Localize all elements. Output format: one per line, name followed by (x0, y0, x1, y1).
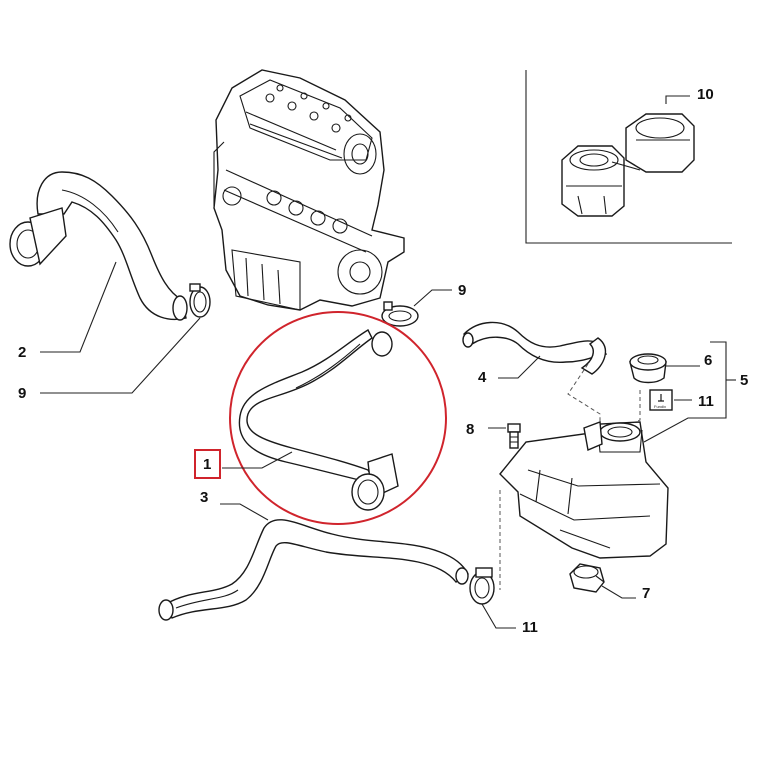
callout-1: 1 (203, 456, 211, 473)
clamp-9-left (189, 283, 211, 318)
hose-4 (462, 321, 608, 375)
intake-ports (266, 190, 348, 234)
callout-11-lower: 11 (522, 619, 538, 636)
engine-block (213, 69, 405, 311)
highlight-circle (229, 311, 447, 525)
callout-5: 5 (740, 372, 748, 389)
callout-2: 2 (18, 344, 26, 361)
hose-3 (158, 519, 469, 621)
thermostat-housing (561, 113, 695, 217)
clamp-9-right (381, 301, 419, 327)
callout-7: 7 (642, 585, 650, 602)
rubber-mount-7 (569, 563, 605, 593)
tank-cap-6 (629, 353, 667, 384)
spark-plug-bosses (265, 84, 352, 133)
callout-9-left: 9 (18, 385, 26, 402)
callout-11-upper: 11 (698, 393, 714, 410)
callout-10: 10 (697, 86, 714, 103)
callout-8: 8 (466, 421, 474, 438)
hose-1 (238, 329, 399, 511)
callout-1-box (194, 449, 221, 479)
detail-box-10: 10 (525, 70, 732, 244)
warning-label-11: Fundix (649, 389, 673, 411)
hose-2 (9, 171, 188, 321)
bolt-8 (507, 423, 521, 449)
expansion-tank (499, 421, 669, 559)
callout-6: 6 (704, 352, 712, 369)
cap-label-text: Fundix (654, 404, 666, 409)
callout-3: 3 (200, 489, 208, 506)
clamp-11-lower (469, 567, 495, 605)
callout-4: 4 (478, 369, 487, 386)
callout-9-right: 9 (458, 282, 466, 299)
